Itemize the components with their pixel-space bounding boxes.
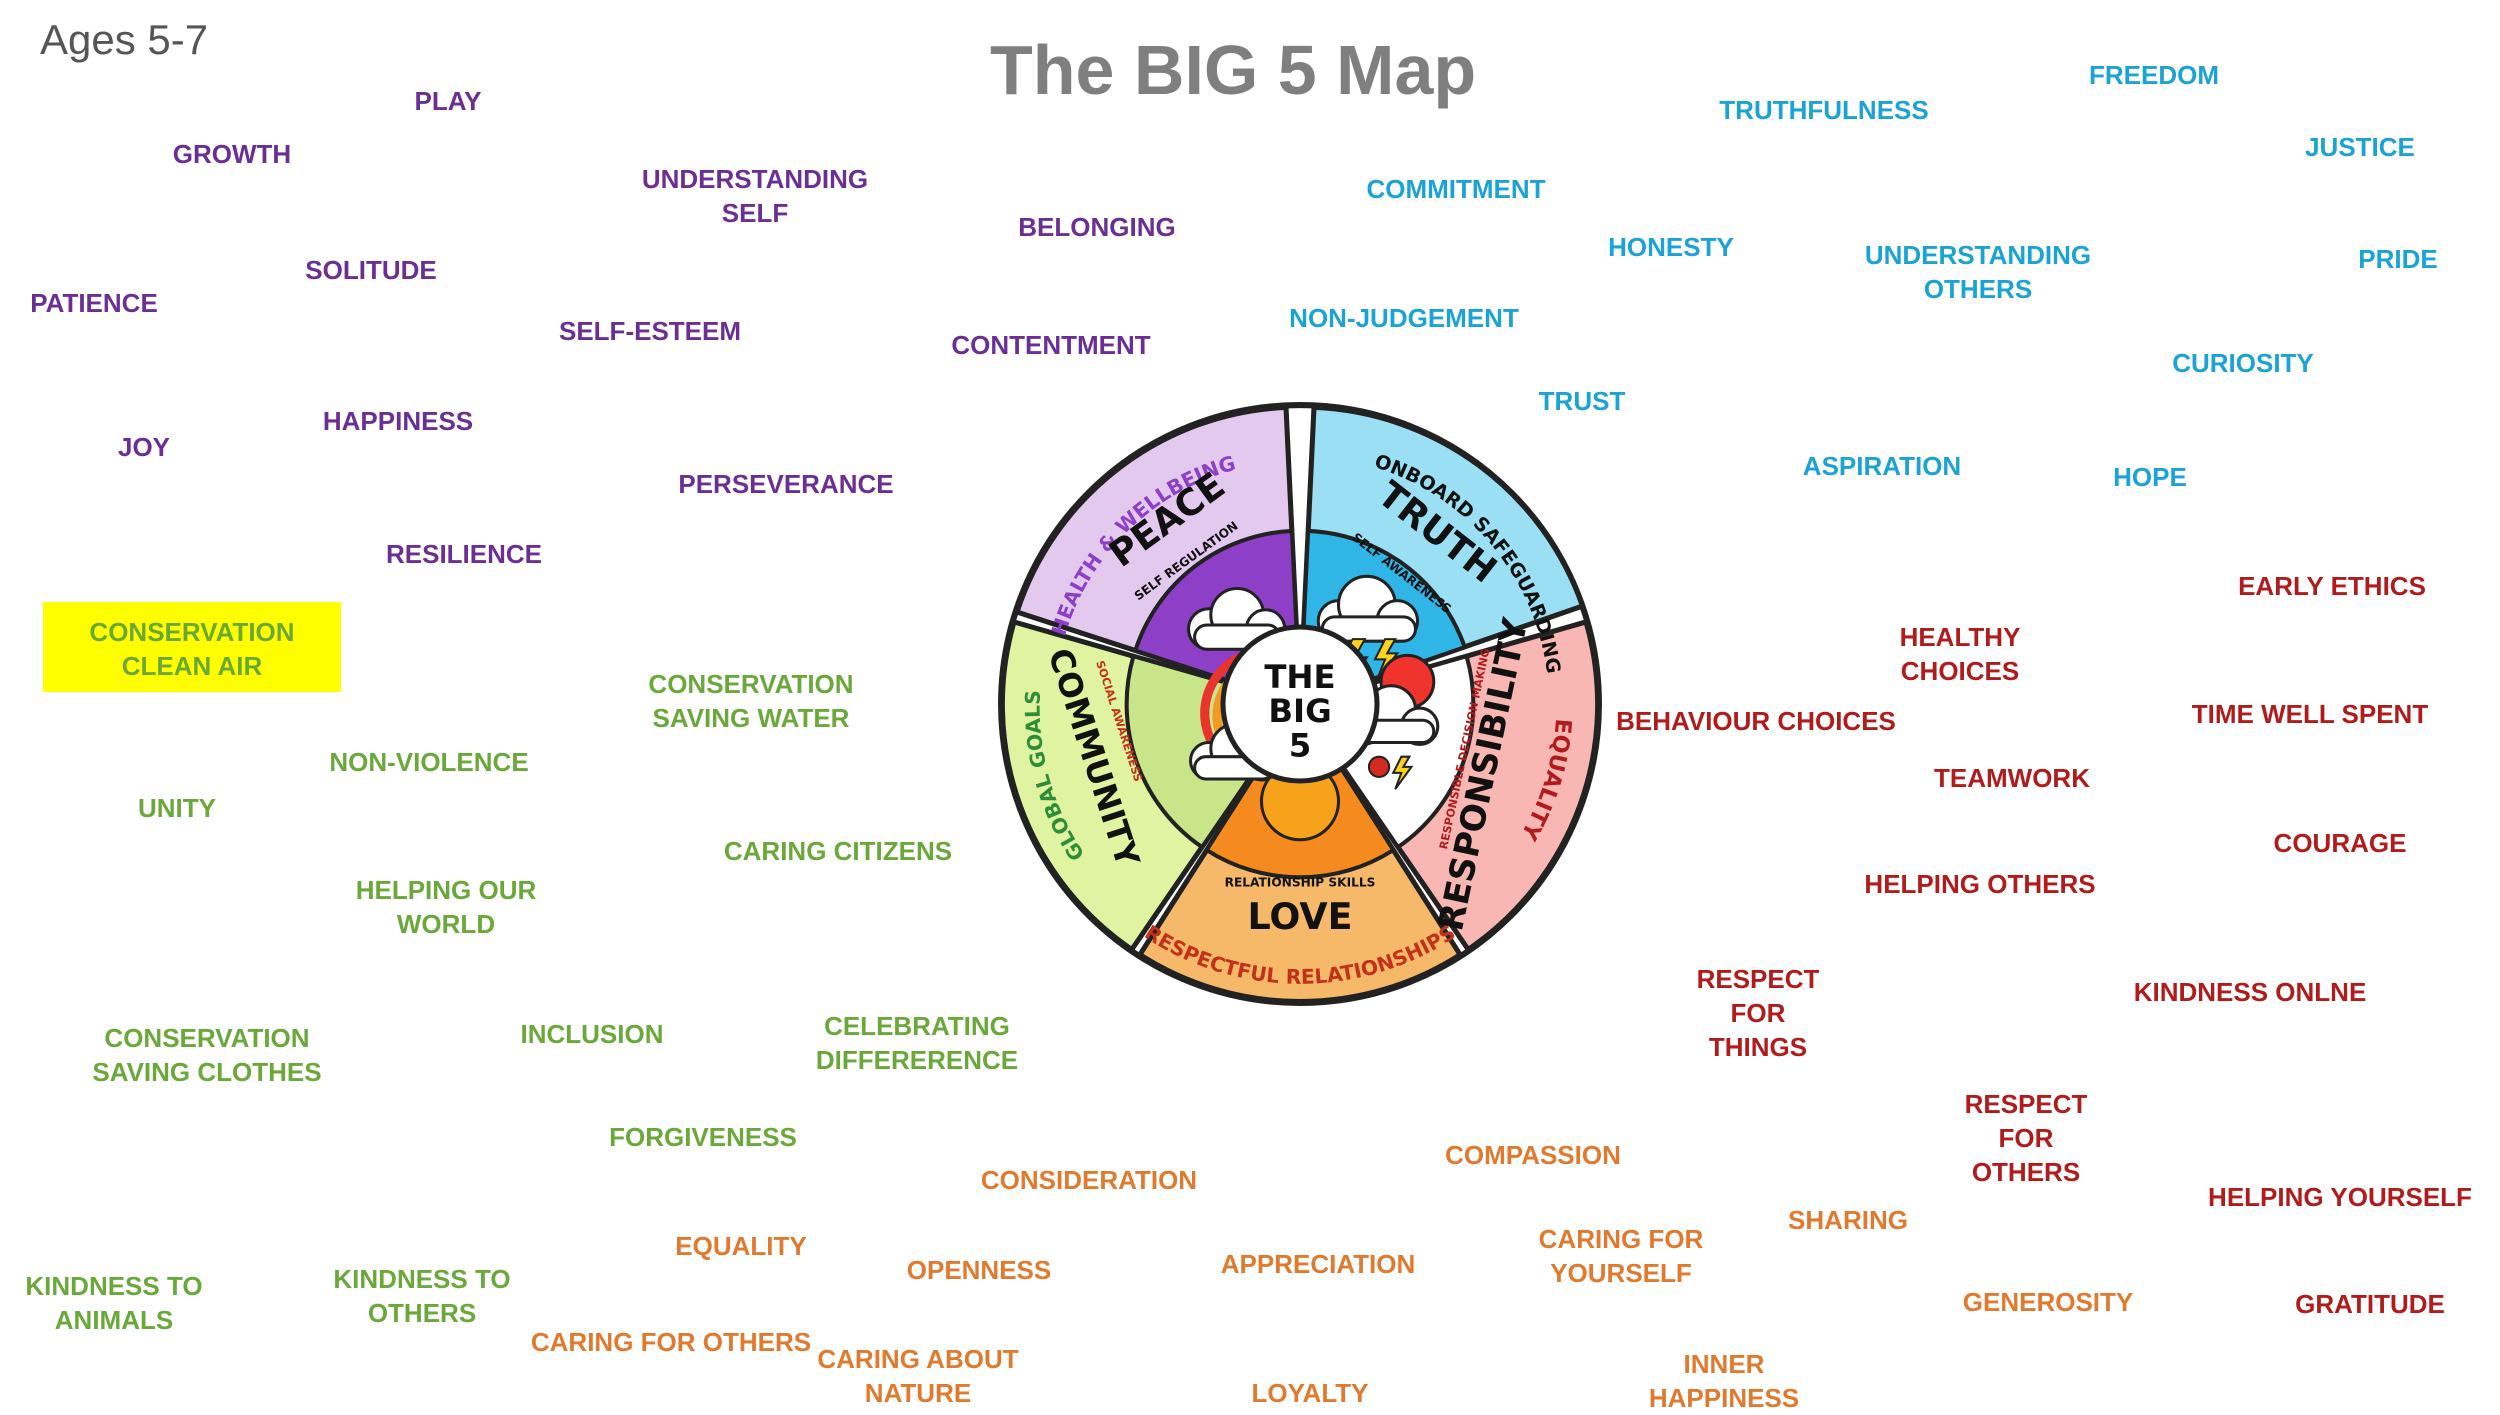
word-resilience: RESILIENCE xyxy=(385,539,543,569)
word-respect-for-things: RESPECT FOR THINGS xyxy=(1696,964,1820,1062)
word-gratitude: GRATITUDE xyxy=(2295,1289,2445,1319)
word-helping-yourself: HELPING YOURSELF xyxy=(2208,1182,2472,1212)
word-kindness-to-animals: KINDNESS TO ANIMALS xyxy=(25,1271,203,1335)
word-joy: JOY xyxy=(117,432,171,462)
word-forgiveness: FORGIVENESS xyxy=(609,1122,797,1152)
word-inner-happiness: INNER HAPPINESS xyxy=(1648,1349,1800,1413)
word-healthy-choices: HEALTHY CHOICES xyxy=(1899,622,2021,686)
word-contentment: CONTENTMENT xyxy=(951,330,1151,360)
word-self-esteem: SELF-ESTEEM xyxy=(558,316,742,346)
love-title: LOVE xyxy=(1247,895,1352,938)
word-conservation-saving-clothes: CONSERVATION SAVING CLOTHES xyxy=(92,1023,322,1087)
word-play: PLAY xyxy=(414,86,482,116)
center-line-3: 5 xyxy=(1289,727,1312,765)
word-solitude: SOLITUDE xyxy=(305,255,437,285)
word-happiness: HAPPINESS xyxy=(322,406,474,436)
word-curiosity: CURIOSITY xyxy=(2172,348,2314,378)
love-inner-label: RELATIONSHIP SKILLS xyxy=(1225,875,1376,889)
word-growth: GROWTH xyxy=(172,139,292,169)
word-sharing: SHARING xyxy=(1788,1205,1908,1235)
word-patience: PATIENCE xyxy=(30,288,158,318)
word-celebrating-difference: CELEBRATING DIFFERERENCE xyxy=(815,1011,1019,1075)
word-openness: OPENNESS xyxy=(906,1255,1052,1285)
center-line-2: BIG xyxy=(1268,692,1331,730)
word-unity: UNITY xyxy=(138,793,216,823)
word-understanding-self: UNDERSTANDING SELF xyxy=(641,164,869,228)
word-inclusion: INCLUSION xyxy=(520,1019,664,1049)
word-courage: COURAGE xyxy=(2273,828,2407,858)
word-pride: PRIDE xyxy=(2358,244,2438,274)
word-respect-for-others: RESPECT FOR OTHERS xyxy=(1964,1089,2088,1187)
word-commitment: COMMITMENT xyxy=(1366,174,1546,204)
word-kindness-to-others: KINDNESS TO OTHERS xyxy=(333,1264,511,1328)
word-helping-our-world: HELPING OUR WORLD xyxy=(355,875,537,939)
word-time-well-spent: TIME WELL SPENT xyxy=(2191,699,2429,729)
center-line-1: THE xyxy=(1264,658,1335,696)
word-caring-for-others: CARING FOR OTHERS xyxy=(530,1327,812,1357)
word-belonging: BELONGING xyxy=(1018,212,1176,242)
word-aspiration: ASPIRATION xyxy=(1802,451,1962,481)
word-non-judgement: NON-JUDGEMENT xyxy=(1289,303,1519,333)
word-hope: HOPE xyxy=(2113,462,2187,492)
word-behaviour-choices: BEHAVIOUR CHOICES xyxy=(1616,706,1896,736)
word-kindness-online: KINDNESS ONLNE xyxy=(2133,977,2367,1007)
age-label: Ages 5-7 xyxy=(40,16,209,63)
word-perseverance: PERSEVERANCE xyxy=(678,469,894,499)
word-appreciation: APPRECIATION xyxy=(1220,1249,1416,1279)
word-conservation-clean-air: CONSERVATION CLEAN AIR xyxy=(89,617,295,681)
word-truthfulness: TRUTHFULNESS xyxy=(1719,95,1929,125)
word-understanding-others: UNDERSTANDING OTHERS xyxy=(1864,240,2092,304)
word-loyalty: LOYALTY xyxy=(1251,1378,1369,1408)
word-consideration: CONSIDERATION xyxy=(980,1165,1198,1195)
word-trust: TRUST xyxy=(1538,386,1626,416)
word-honesty: HONESTY xyxy=(1608,232,1734,262)
word-early-ethics: EARLY ETHICS xyxy=(2238,571,2426,601)
word-conservation-saving-water: CONSERVATION SAVING WATER xyxy=(648,669,854,733)
word-equality: EQUALITY xyxy=(675,1231,807,1261)
word-helping-others: HELPING OTHERS xyxy=(1864,869,2096,899)
word-compassion: COMPASSION xyxy=(1445,1140,1621,1170)
word-justice: JUSTICE xyxy=(2305,132,2415,162)
word-caring-for-yourself: CARING FOR YOURSELF xyxy=(1538,1224,1704,1288)
word-caring-about-nature: CARING ABOUT NATURE xyxy=(817,1344,1019,1408)
word-non-violence: NON-VIOLENCE xyxy=(329,747,529,777)
page-title: The BIG 5 Map xyxy=(990,31,1477,109)
highlight-box xyxy=(43,602,341,692)
word-freedom: FREEDOM xyxy=(2089,60,2219,90)
word-generosity: GENEROSITY xyxy=(1962,1287,2134,1317)
big5-wheel: THE BIG 5 HEALTH & WELLBEING PEACE SELF … xyxy=(998,402,1602,1006)
word-caring-citizens: CARING CITIZENS xyxy=(723,836,953,866)
word-teamwork: TEAMWORK xyxy=(1934,763,2090,793)
